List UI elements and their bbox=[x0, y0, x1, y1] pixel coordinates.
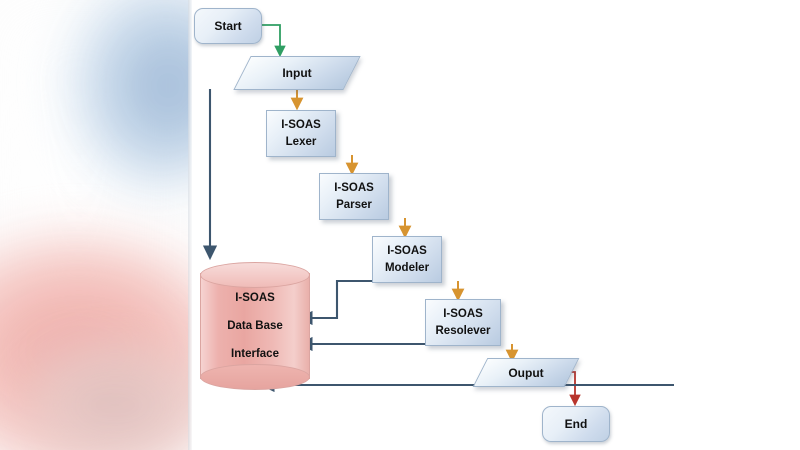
edge-modeler-to-database bbox=[297, 279, 378, 326]
node-end[interactable]: End bbox=[542, 406, 610, 442]
node-isoas-modeler[interactable]: I-SOAS Modeler bbox=[372, 236, 442, 283]
node-isoas-lexer[interactable]: I-SOAS Lexer bbox=[266, 110, 336, 157]
node-modeler-line2: Modeler bbox=[384, 261, 430, 274]
node-start[interactable]: Start bbox=[194, 8, 262, 44]
cylinder-bottom-ellipse bbox=[200, 364, 310, 390]
node-modeler-line1: I-SOAS bbox=[387, 245, 427, 258]
node-database[interactable]: I-SOAS Data Base Interface bbox=[200, 262, 310, 390]
node-start-label: Start bbox=[214, 19, 242, 33]
node-resolever-line2: Resolever bbox=[435, 324, 491, 337]
node-database-line1: I-SOAS bbox=[235, 292, 275, 304]
node-resolever-line1: I-SOAS bbox=[443, 308, 483, 321]
node-parser-line1: I-SOAS bbox=[334, 182, 374, 195]
node-input-label: Input bbox=[282, 66, 312, 80]
blurred-background-strip bbox=[0, 0, 192, 450]
diagram-panel: Start Input I-SOAS Lexer I-SOAS Parser I… bbox=[192, 0, 800, 450]
node-input[interactable]: Input bbox=[233, 56, 361, 90]
node-output-label: Ouput bbox=[508, 365, 544, 380]
node-lexer-line2: Lexer bbox=[285, 135, 317, 148]
edge-start-to-input bbox=[262, 24, 286, 58]
node-parser-line2: Parser bbox=[336, 198, 372, 211]
cylinder-body bbox=[200, 273, 310, 379]
cylinder-top-ellipse bbox=[200, 262, 310, 288]
node-lexer-line1: I-SOAS bbox=[281, 119, 321, 132]
database-label-group: I-SOAS Data Base Interface bbox=[200, 262, 310, 390]
node-end-label: End bbox=[564, 417, 588, 431]
node-database-line2: Data Base bbox=[227, 320, 283, 332]
node-database-line3: Interface bbox=[231, 348, 279, 360]
node-isoas-resolever[interactable]: I-SOAS Resolever bbox=[425, 299, 501, 346]
panel-divider bbox=[188, 0, 193, 450]
node-isoas-parser[interactable]: I-SOAS Parser bbox=[319, 173, 389, 220]
node-output[interactable]: Ouput bbox=[472, 358, 580, 387]
